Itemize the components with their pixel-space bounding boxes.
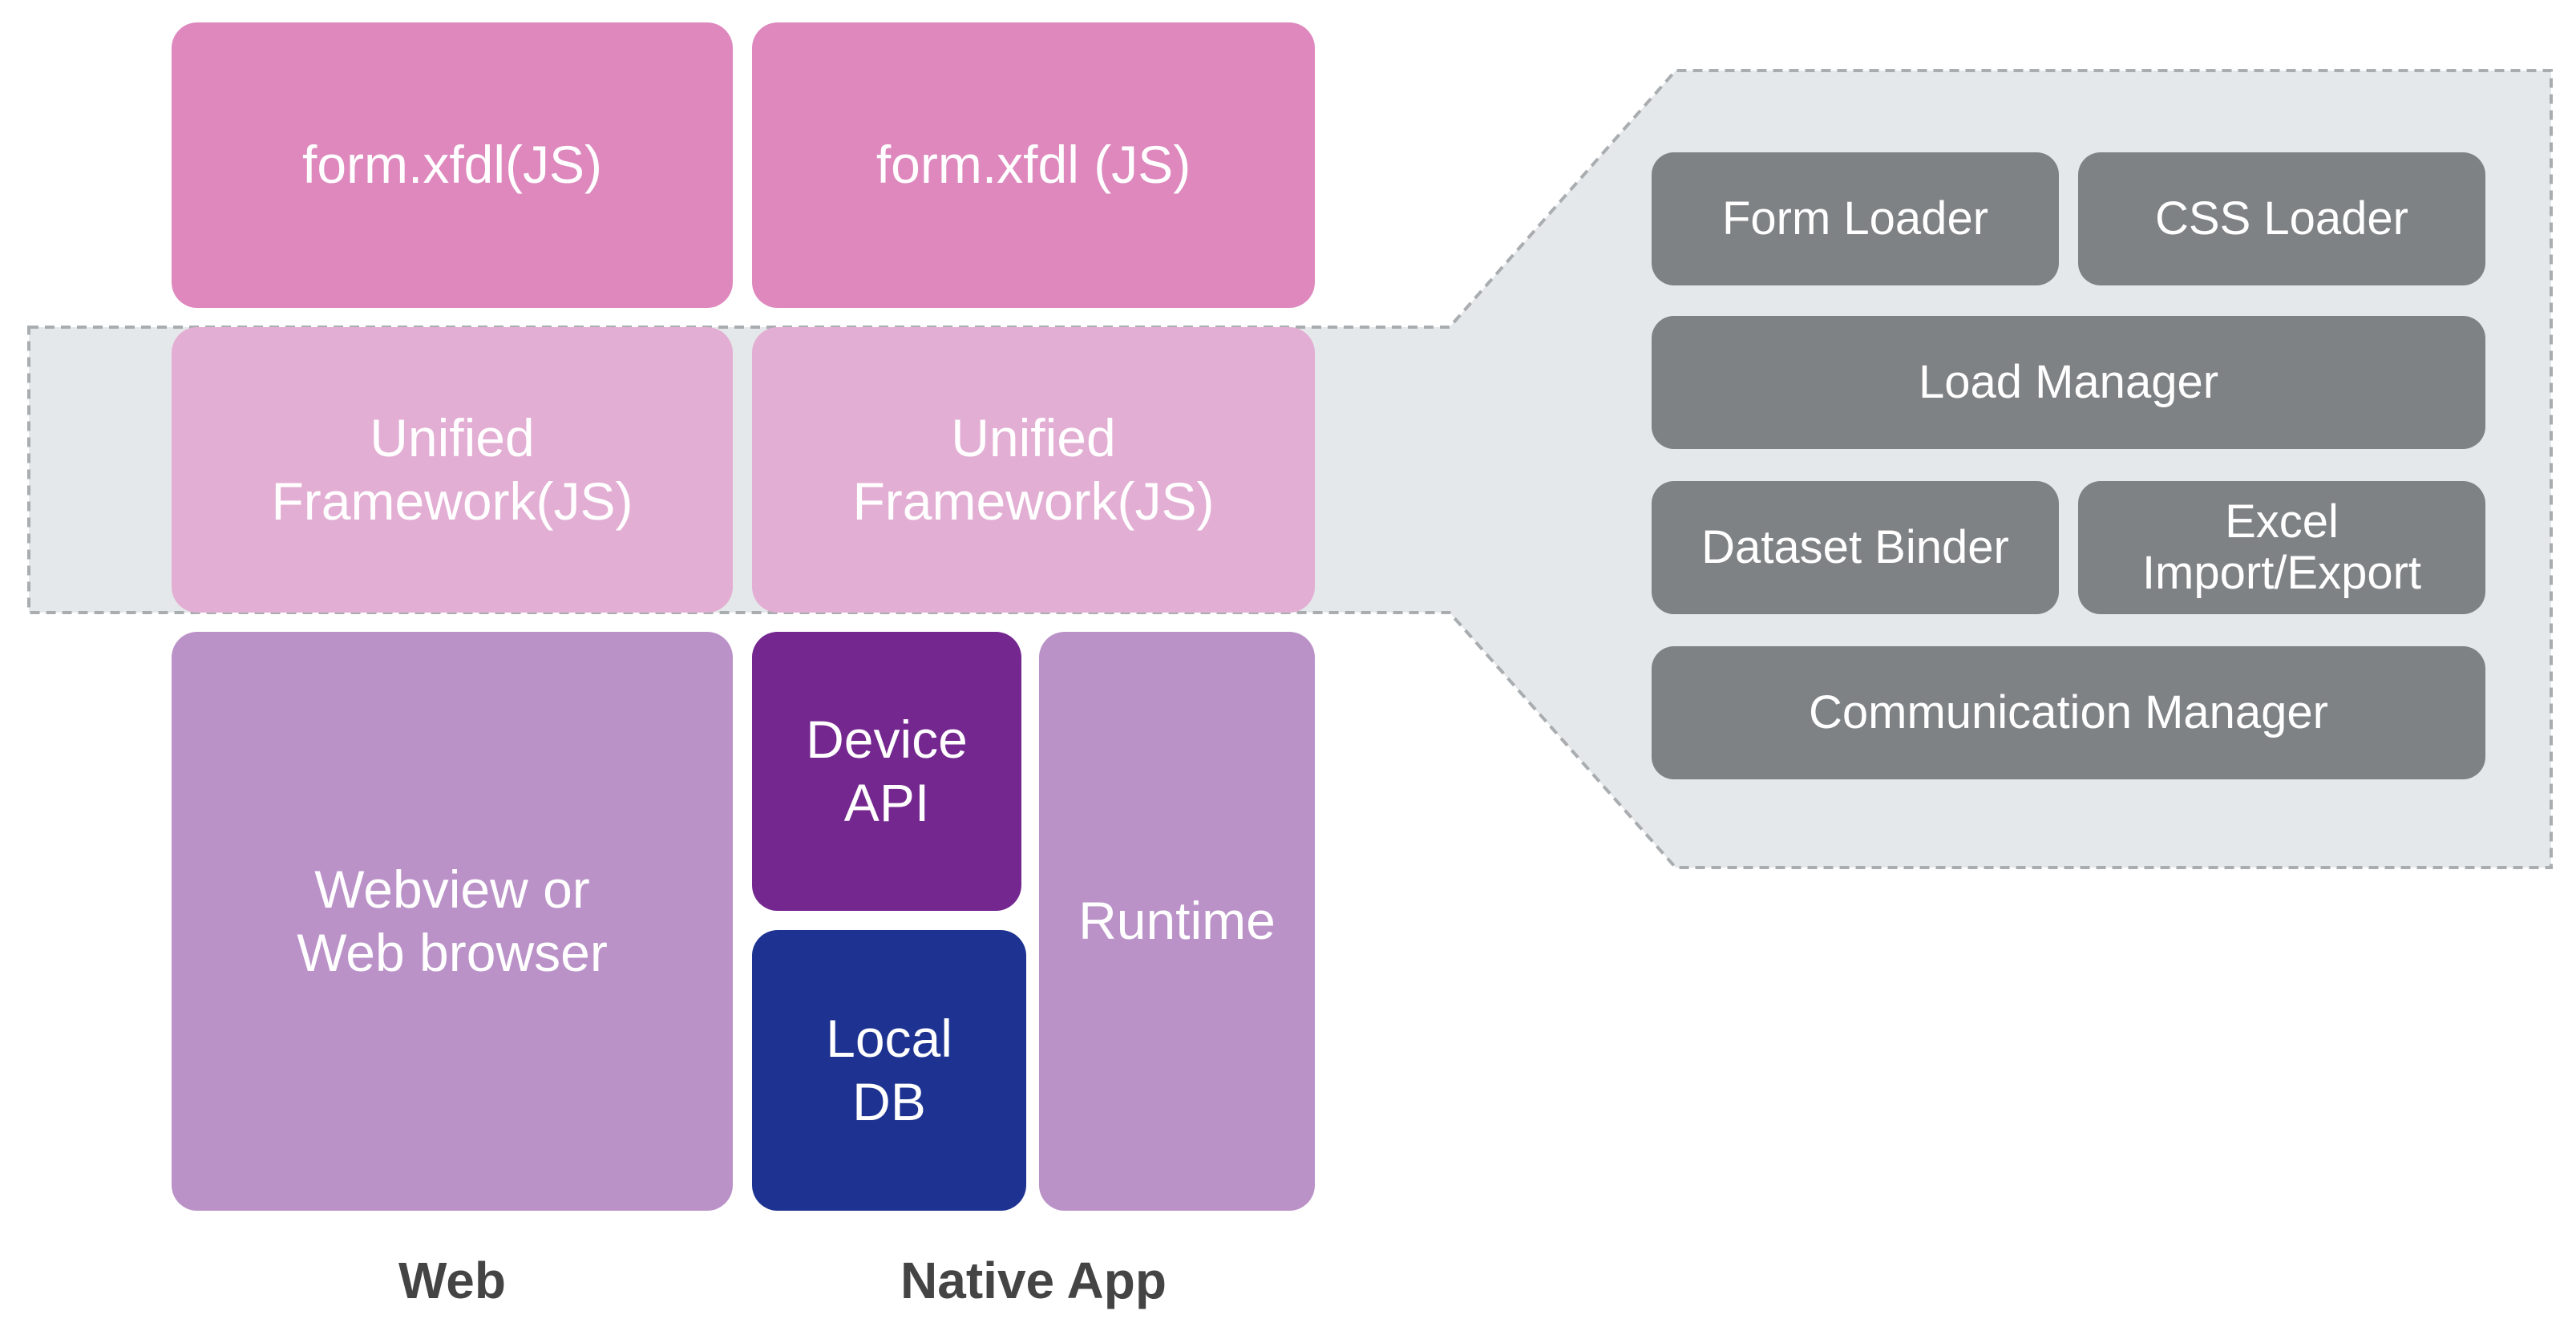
local-db-block: Local DB xyxy=(752,930,1026,1211)
native-form-block: form.xfdl (JS) xyxy=(752,22,1315,308)
load-manager-module: Load Manager xyxy=(1652,316,2485,449)
native-unified-framework-block: Unified Framework(JS) xyxy=(752,327,1315,613)
form-loader-module: Form Loader xyxy=(1652,152,2059,285)
web-column-label: Web xyxy=(398,1252,506,1309)
web-form-block: form.xfdl(JS) xyxy=(172,22,733,308)
native-app-column-label: Native App xyxy=(900,1252,1167,1309)
webview-block: Webview or Web browser xyxy=(172,632,733,1211)
css-loader-module: CSS Loader xyxy=(2078,152,2485,285)
web-unified-framework-block: Unified Framework(JS) xyxy=(172,327,733,613)
dataset-binder-module: Dataset Binder xyxy=(1652,481,2059,614)
runtime-block: Runtime xyxy=(1039,632,1315,1211)
device-api-block: Device API xyxy=(752,632,1021,911)
excel-import-export-module: Excel Import/Export xyxy=(2078,481,2485,614)
communication-manager-module: Communication Manager xyxy=(1652,646,2485,779)
